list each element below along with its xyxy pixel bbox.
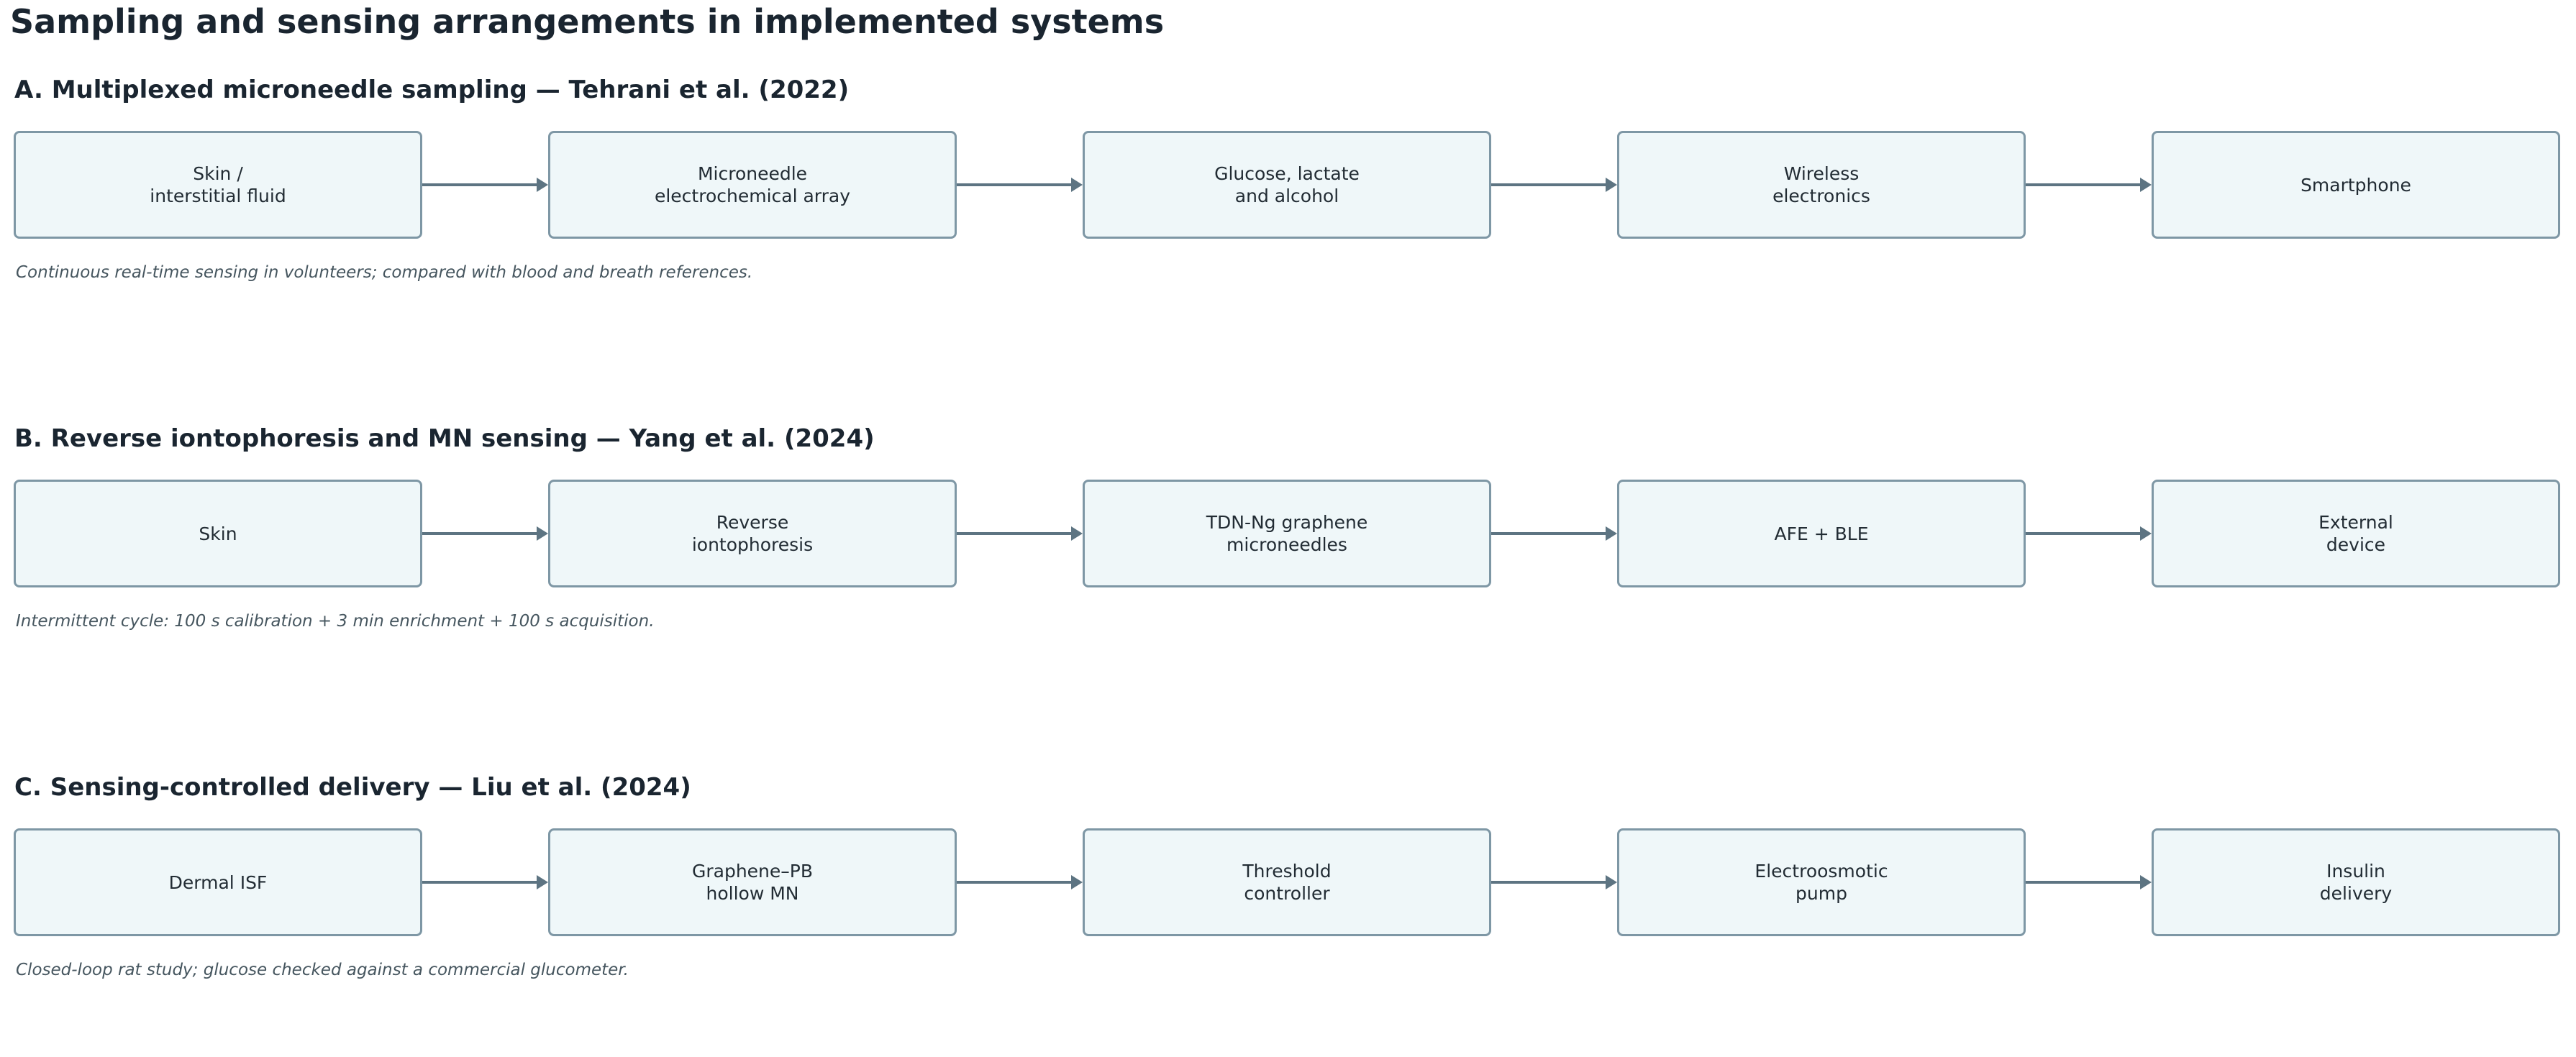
flow-step-box: Skin — [14, 480, 422, 587]
flow-step-box: Glucose, lactate and alcohol — [1083, 131, 1491, 239]
flow-step-label: AFE + BLE — [1774, 523, 1869, 544]
flow-step-box: Graphene–PB hollow MN — [548, 828, 957, 936]
flow-step-label: Smartphone — [2300, 174, 2411, 196]
flow-step-label: Graphene–PB hollow MN — [691, 861, 814, 904]
flow-step-label: Skin — [199, 523, 237, 544]
right-arrow-icon — [2026, 875, 2152, 889]
flow-step-label: Insulin delivery — [2319, 861, 2393, 904]
panel-note: Continuous real-time sensing in voluntee… — [16, 263, 753, 282]
flow-step-box: Dermal ISF — [14, 828, 422, 936]
panel-title: A. Multiplexed microneedle sampling — Te… — [14, 76, 850, 104]
flow-row: Skin Reverse iontophoresis TDN-Ng graphene… — [0, 480, 2576, 592]
flow-step-label: Dermal ISF — [168, 871, 268, 893]
flow-step-box: AFE + BLE — [1617, 480, 2026, 587]
right-arrow-icon — [422, 526, 548, 541]
panel-a: A. Multiplexed microneedle sampling — Te… — [0, 72, 2576, 360]
flow-step-label: Skin / interstitial fluid — [150, 163, 286, 206]
flow-step-box: Smartphone — [2152, 131, 2560, 239]
flow-step-label: Microneedle electrochemical array — [654, 163, 851, 206]
diagram-title: Sampling and sensing arrangements in imp… — [10, 2, 1165, 41]
flow-step-box: Microneedle electrochemical array — [548, 131, 957, 239]
flow-step-label: TDN-Ng graphene microneedles — [1206, 512, 1368, 555]
flow-step-box: External device — [2152, 480, 2560, 587]
flow-step-label: Threshold controller — [1242, 861, 1332, 904]
flow-step-box: Reverse iontophoresis — [548, 480, 957, 587]
flow-step-label: Electroosmotic pump — [1754, 861, 1888, 904]
panel-note: Closed-loop rat study; glucose checked a… — [16, 961, 629, 979]
flow-step-box: Electroosmotic pump — [1617, 828, 2026, 936]
flow-step-label: External device — [2318, 512, 2393, 555]
flow-step-label: Reverse iontophoresis — [691, 512, 814, 555]
flow-row: Dermal ISF Graphene–PB hollow MN Threshold… — [0, 828, 2576, 941]
panel-title: B. Reverse iontophoresis and MN sensing … — [14, 424, 875, 453]
flow-step-label: Wireless electronics — [1772, 163, 1870, 206]
flow-row: Skin / interstitial fluid Microneedle ele… — [0, 131, 2576, 243]
panel-title: C. Sensing-controlled delivery — Liu et … — [14, 773, 691, 802]
right-arrow-icon — [957, 875, 1083, 889]
right-arrow-icon — [2026, 178, 2152, 192]
flow-step-box: Insulin delivery — [2152, 828, 2560, 936]
panel-note: Intermittent cycle: 100 s calibration + … — [16, 612, 655, 631]
panel-b: B. Reverse iontophoresis and MN sensing … — [0, 421, 2576, 708]
right-arrow-icon — [1491, 875, 1617, 889]
right-arrow-icon — [422, 178, 548, 192]
right-arrow-icon — [422, 875, 548, 889]
right-arrow-icon — [2026, 526, 2152, 541]
flow-step-box: Skin / interstitial fluid — [14, 131, 422, 239]
flow-step-box: TDN-Ng graphene microneedles — [1083, 480, 1491, 587]
panel-c: C. Sensing-controlled delivery — Liu et … — [0, 769, 2576, 1057]
flow-step-box: Wireless electronics — [1617, 131, 2026, 239]
right-arrow-icon — [957, 526, 1083, 541]
flow-step-box: Threshold controller — [1083, 828, 1491, 936]
right-arrow-icon — [1491, 526, 1617, 541]
right-arrow-icon — [1491, 178, 1617, 192]
flow-step-label: Glucose, lactate and alcohol — [1214, 163, 1360, 206]
right-arrow-icon — [957, 178, 1083, 192]
